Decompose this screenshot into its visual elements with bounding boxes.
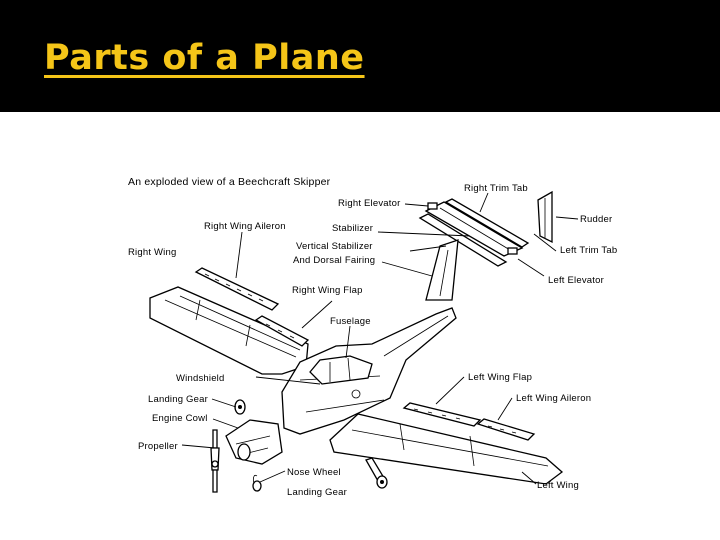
engine-cowl-drawing xyxy=(225,419,283,465)
label-right-trim-tab: Right Trim Tab xyxy=(464,183,528,194)
label-right-wing-flap: Right Wing Flap xyxy=(292,285,363,296)
leader-lines xyxy=(181,192,579,485)
diagram-caption: An exploded view of a Beechcraft Skipper xyxy=(128,176,331,188)
main-landing-gear-drawing xyxy=(234,399,246,415)
label-left-wing: Left Wing xyxy=(537,480,579,491)
fuselage-drawing xyxy=(281,307,457,435)
stabilizer-drawing xyxy=(418,198,530,267)
label-propeller: Propeller xyxy=(138,441,178,452)
label-nose-landing-gear: Landing Gear xyxy=(287,487,347,498)
label-left-wing-aileron: Left Wing Aileron xyxy=(516,393,591,404)
propeller-drawing xyxy=(210,429,220,493)
right-wing-drawing xyxy=(149,286,309,375)
plane-diagram: An exploded view of a Beechcraft Skipper… xyxy=(0,112,720,540)
label-stabilizer: Stabilizer xyxy=(332,223,373,234)
nose-landing-gear-drawing xyxy=(252,474,262,492)
label-right-elevator: Right Elevator xyxy=(338,198,400,209)
vertical-stabilizer-drawing xyxy=(425,239,459,301)
right-wing-flap-drawing xyxy=(254,315,310,347)
label-right-wing-aileron: Right Wing Aileron xyxy=(204,221,286,232)
label-left-elevator: Left Elevator xyxy=(548,275,604,286)
slide-title: Parts of a Plane xyxy=(44,38,365,78)
nose-wheel-drawing xyxy=(365,457,388,489)
label-engine-cowl: Engine Cowl xyxy=(152,413,208,424)
label-fuselage: Fuselage xyxy=(330,316,371,327)
left-wing-drawing xyxy=(329,413,564,485)
rudder-drawing xyxy=(537,190,553,244)
label-vertical-stabilizer-line2: And Dorsal Fairing xyxy=(293,255,375,266)
left-wing-aileron-drawing xyxy=(476,418,536,441)
diagram-drawing: An exploded view of a Beechcraft Skipper… xyxy=(128,176,617,498)
right-wing-aileron-drawing xyxy=(194,267,280,311)
label-right-wing: Right Wing xyxy=(128,247,176,258)
label-vertical-stabilizer-line1: Vertical Stabilizer xyxy=(296,241,373,252)
left-wing-flap-drawing xyxy=(402,402,482,427)
label-left-trim-tab: Left Trim Tab xyxy=(560,245,617,256)
label-nose-wheel: Nose Wheel xyxy=(287,467,341,478)
label-left-wing-flap: Left Wing Flap xyxy=(468,372,532,383)
label-main-landing-gear: Landing Gear xyxy=(148,394,208,405)
title-bar: Parts of a Plane xyxy=(0,0,720,112)
label-rudder: Rudder xyxy=(580,214,612,225)
label-windshield: Windshield xyxy=(176,373,224,384)
